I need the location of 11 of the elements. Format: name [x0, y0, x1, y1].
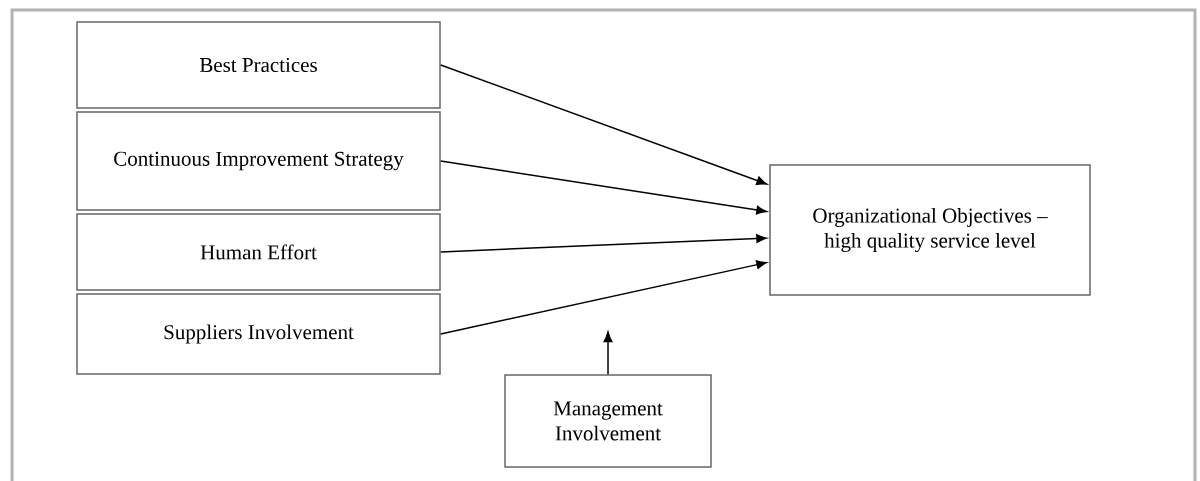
- arrow: [440, 64, 768, 185]
- arrow: [440, 260, 768, 335]
- arrow: [440, 234, 767, 253]
- objective-box: Organizational Objectives – high quality service level: [769, 164, 1091, 296]
- arrow: [603, 331, 613, 375]
- process-box: Continuous Improvement Strategy: [76, 111, 441, 211]
- process-box: Human Effort: [76, 213, 441, 291]
- process-box: Best Practices: [76, 21, 441, 109]
- process-box: Management Involvement: [504, 374, 712, 468]
- arrow: [440, 160, 767, 215]
- process-box: Suppliers Involvement: [76, 293, 441, 375]
